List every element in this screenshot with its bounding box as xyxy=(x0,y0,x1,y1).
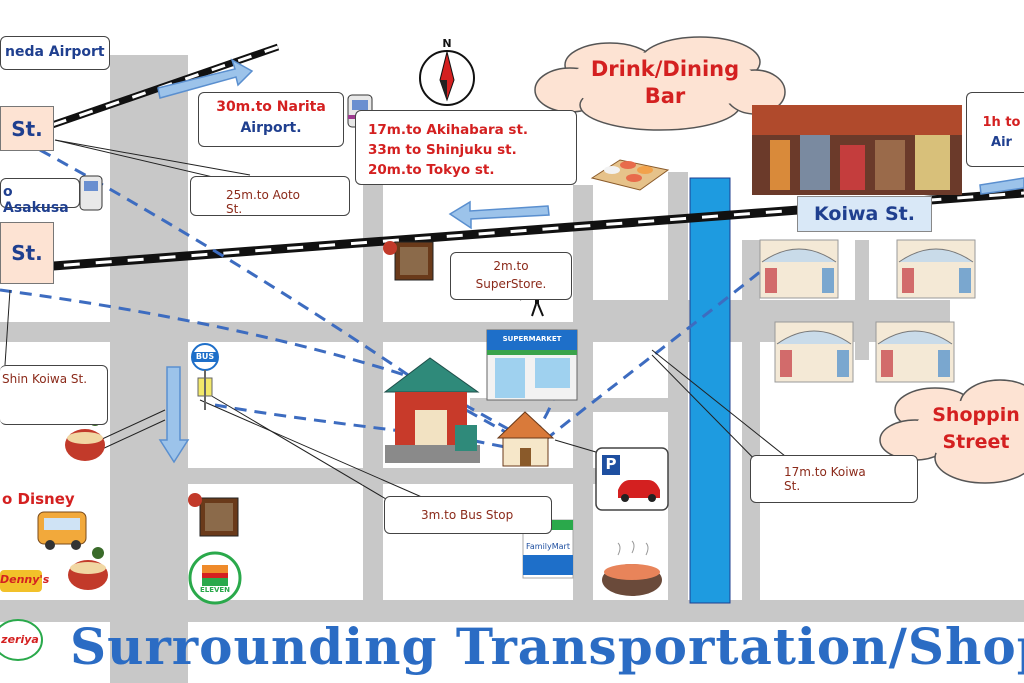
soba-icon-1 xyxy=(383,241,434,281)
arrow-tokyo-icon xyxy=(448,200,550,230)
callout-trains-line1: 17m.to Akihabara st. xyxy=(368,120,564,140)
saizeriya-logo xyxy=(0,619,43,661)
cloud-dining xyxy=(534,36,786,131)
direction-arrows xyxy=(157,58,1024,464)
callout-right-top-line2: Air xyxy=(991,135,1012,150)
callout-asakusa: o Asakusa xyxy=(0,178,80,216)
callout-koiwa-walk: 17m.to Koiwa St. xyxy=(750,455,918,503)
arrow-airport-right-icon xyxy=(979,177,1024,195)
hotpot-icon xyxy=(602,540,662,596)
road-vertical-right xyxy=(742,240,760,610)
callout-disney: o Disney xyxy=(2,490,75,508)
callout-narita: 30m.to Narita Airport. xyxy=(198,92,344,147)
cloud-dining-line1: Drink/Dining xyxy=(590,57,740,81)
callout-bus-stop: 3m.to Bus Stop xyxy=(384,496,552,534)
road-vertical-mid1 xyxy=(363,180,383,620)
compass-label: N xyxy=(442,37,452,50)
callout-narita-line1: 30m.to Narita xyxy=(216,99,326,115)
dennys-sign-label: Denny's xyxy=(0,573,50,586)
cloud-shopping-line2: Street xyxy=(942,431,1010,453)
station-box-mid-left: St. xyxy=(0,222,54,284)
compass-icon xyxy=(419,50,475,106)
page-title: Surrounding Transportation/Shop xyxy=(70,617,1024,676)
callout-superstore-line2: SuperStore. xyxy=(475,277,547,291)
arcade-icons xyxy=(759,239,976,383)
callout-trains-akihabara: 17m.to Akihabara st. xyxy=(368,122,529,138)
arrow-down-icon xyxy=(158,366,190,464)
road-horizontal-mid xyxy=(188,468,688,484)
callout-trains-line3: 20m.to Tokyo st. xyxy=(368,160,564,180)
cloud-shopping xyxy=(879,379,1024,484)
arrow-narita-icon xyxy=(157,58,254,99)
sushi-icon xyxy=(590,159,670,191)
arcade-icon-2 xyxy=(896,239,976,299)
callout-shin-koiwa: Shin Koiwa St. xyxy=(0,365,108,425)
dennys-logo xyxy=(0,570,42,592)
arcade-icon-3 xyxy=(774,321,854,383)
cloud-dining-text: Drink/Dining Bar xyxy=(570,56,760,110)
seven-eleven-sign-label: ELEVEN xyxy=(199,586,231,594)
familymart-sign-label: FamilyMart xyxy=(526,542,570,551)
shrine-icon xyxy=(383,357,480,463)
callout-superstore-line1: 2m.to xyxy=(493,259,529,273)
seven-eleven-icon xyxy=(188,551,242,605)
bus-disney-icon xyxy=(37,511,87,550)
cloud-shopping-text: Shoppin Street xyxy=(928,402,1024,456)
callout-superstore: 2m.to SuperStore. xyxy=(450,252,572,300)
house-icon xyxy=(496,411,555,467)
saizeriya-sign-label: zeriya xyxy=(1,633,39,646)
callout-trains-tokyo: 20m.to Tokyo st. xyxy=(368,162,495,178)
bus-sign-label: BUS xyxy=(195,352,215,361)
callout-haneda: neda Airport xyxy=(0,36,110,70)
cloud-dining-line2: Bar xyxy=(644,84,686,108)
shopping-street-photo xyxy=(752,105,962,195)
callout-aoto: 25m.to Aoto St. xyxy=(190,176,350,216)
bus-stop-icon xyxy=(191,343,219,410)
callout-right-top: 1h to Air xyxy=(966,92,1024,167)
callout-right-top-line1: 1h to xyxy=(982,115,1021,130)
station-box-top-left: St. xyxy=(0,106,54,151)
parking-callout xyxy=(595,447,669,511)
callout-narita-line2: Airport. xyxy=(240,120,302,136)
station-box-koiwa: Koiwa St. xyxy=(797,196,932,232)
arcade-icon-4 xyxy=(875,321,955,383)
callout-trains-shinjuku: 33m to Shinjuku st. xyxy=(368,142,517,158)
soba-icon-2 xyxy=(188,493,239,537)
callout-pointers xyxy=(4,139,791,526)
road-horizontal-right xyxy=(590,300,950,322)
cloud-shopping-line1: Shoppin xyxy=(932,404,1020,426)
supermarket-sign-label: SUPERMARKET xyxy=(502,335,562,343)
river xyxy=(689,177,731,604)
supermarket-icon xyxy=(486,329,578,401)
road-horizontal-bottom xyxy=(0,600,1024,622)
train-icon-3 xyxy=(79,175,103,211)
callout-trains: 17m.to Akihabara st. 33m to Shinjuku st.… xyxy=(355,110,577,185)
road-horizontal-small xyxy=(470,398,670,412)
road-vertical-mid3 xyxy=(668,172,688,622)
parking-sign-label: P xyxy=(605,455,617,473)
callout-trains-line2: 33m to Shinjuku st. xyxy=(368,140,564,160)
arcade-icon-1 xyxy=(759,239,839,299)
ramen-icon-2 xyxy=(68,547,108,590)
